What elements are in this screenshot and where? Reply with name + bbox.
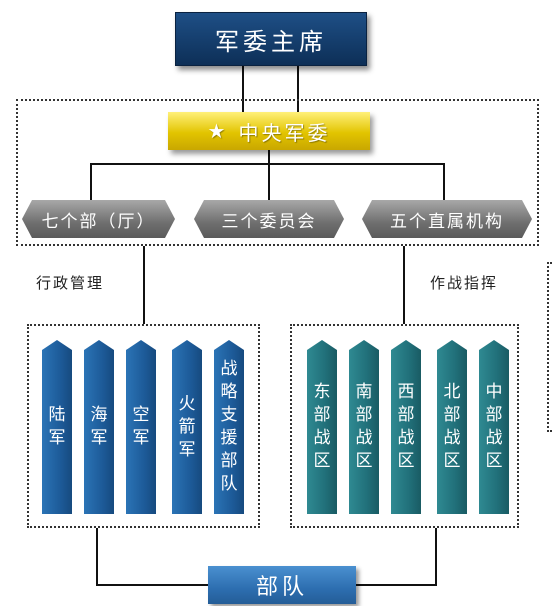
service-label: 海军 xyxy=(90,405,108,448)
edge-frame-fragment xyxy=(547,262,554,432)
service-column: 陆军 xyxy=(42,340,72,514)
connector-command xyxy=(403,246,405,324)
star-icon: ★ xyxy=(207,119,229,143)
connector-bottom-left-h xyxy=(96,584,208,586)
cmc-group-frame xyxy=(16,99,539,246)
troops-box: 部队 xyxy=(208,566,356,604)
connector-dept-left xyxy=(90,163,92,200)
service-column: 战略支援部队 xyxy=(214,340,244,514)
dept-box-committees: 三个委员会 xyxy=(194,200,344,238)
chairman-box: 军委主席 xyxy=(175,12,367,66)
service-label: 空军 xyxy=(132,405,150,448)
theater-column: 西部战区 xyxy=(391,340,421,514)
service-column: 海军 xyxy=(84,340,114,514)
connector-admin xyxy=(143,246,145,324)
connector-bottom-right-h xyxy=(356,584,437,586)
chairman-label: 军委主席 xyxy=(215,27,327,56)
service-column: 空军 xyxy=(126,340,156,514)
dept-box-departments: 七个部（厅） xyxy=(22,200,175,238)
service-label: 陆军 xyxy=(48,405,66,448)
theater-label: 北部战区 xyxy=(443,382,461,471)
theater-column: 中部战区 xyxy=(479,340,509,514)
theater-label: 西部战区 xyxy=(397,382,415,471)
admin-label: 行政管理 xyxy=(36,274,105,292)
cmc-box: ★ 中央军委 xyxy=(168,112,370,150)
theater-label: 中部战区 xyxy=(485,382,503,471)
connector-top-right xyxy=(297,64,299,112)
connector-dept-bar xyxy=(90,163,445,165)
connector-dept-mid xyxy=(268,163,270,200)
theater-column: 南部战区 xyxy=(349,340,379,514)
connector-cmc-down xyxy=(268,150,270,164)
dept-box-agencies: 五个直属机构 xyxy=(362,200,532,238)
theater-label: 南部战区 xyxy=(355,382,373,471)
troops-label: 部队 xyxy=(255,575,308,600)
dept-label: 五个直属机构 xyxy=(390,211,504,232)
connector-dept-right xyxy=(443,163,445,200)
connector-bottom-left-v xyxy=(96,528,98,586)
service-column: 火箭军 xyxy=(172,340,202,514)
theaters-group-frame xyxy=(290,324,519,528)
dept-label: 七个部（厅） xyxy=(41,211,156,232)
cmc-label: 中央军委 xyxy=(238,120,331,145)
service-label: 火箭军 xyxy=(178,393,196,460)
dept-label: 三个委员会 xyxy=(221,211,317,232)
service-label: 战略支援部队 xyxy=(220,359,238,494)
services-group-frame xyxy=(27,324,260,528)
command-label: 作战指挥 xyxy=(430,274,499,292)
connector-top-left xyxy=(242,64,244,112)
theater-column: 东部战区 xyxy=(307,340,337,514)
theater-label: 东部战区 xyxy=(313,382,331,471)
connector-bottom-right-v xyxy=(435,528,437,586)
theater-column: 北部战区 xyxy=(437,340,467,514)
